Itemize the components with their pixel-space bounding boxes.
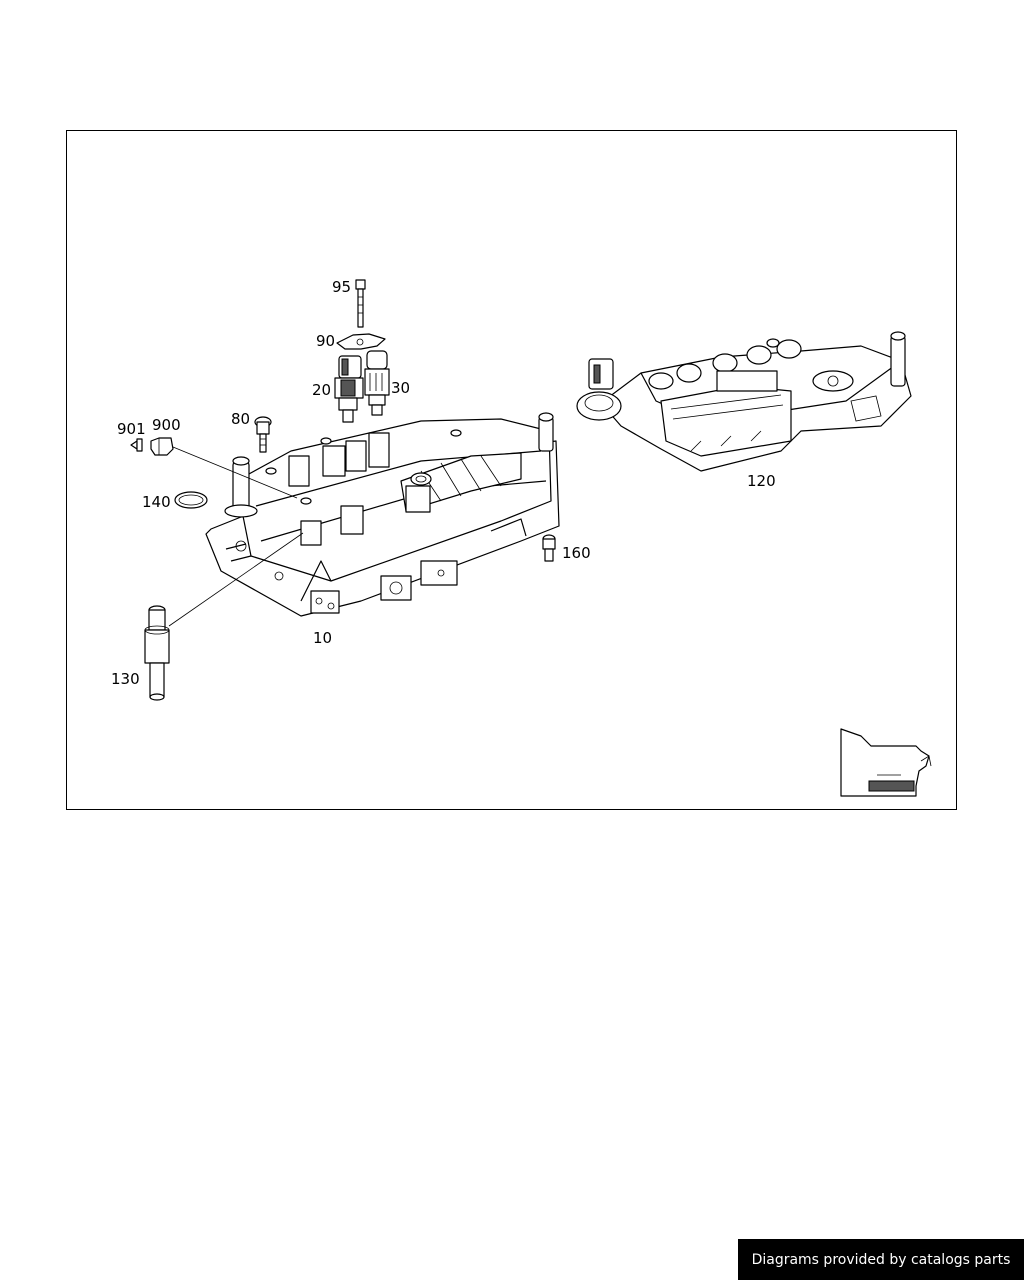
part-95-bolt[interactable] bbox=[355, 279, 366, 328]
part-30-solenoid-valve[interactable] bbox=[364, 350, 390, 416]
parts-diagram-frame: 95 90 20 30 80 901 900 140 160 10 130 12… bbox=[66, 130, 957, 810]
callout-140: 140 bbox=[142, 493, 171, 511]
part-80-screw[interactable] bbox=[254, 416, 272, 453]
callout-80: 80 bbox=[231, 410, 250, 428]
part-10-valve-body[interactable] bbox=[205, 412, 560, 617]
exploded-parts-diagram: 95 90 20 30 80 901 900 140 160 10 130 12… bbox=[111, 278, 932, 797]
callout-160: 160 bbox=[562, 544, 591, 562]
part-120-control-unit[interactable] bbox=[576, 331, 912, 472]
callout-901: 901 bbox=[117, 420, 146, 438]
part-140-o-ring[interactable] bbox=[174, 491, 208, 509]
callout-900: 900 bbox=[152, 416, 181, 434]
callout-90: 90 bbox=[316, 332, 335, 350]
part-160-bolt[interactable] bbox=[542, 534, 556, 562]
part-900-connector[interactable] bbox=[150, 437, 174, 456]
callout-95: 95 bbox=[332, 278, 351, 296]
part-90-retaining-plate[interactable] bbox=[336, 333, 386, 350]
part-20-solenoid-valve[interactable] bbox=[334, 355, 364, 423]
part-901-pin[interactable] bbox=[130, 438, 143, 452]
diagram-credit-text: Diagrams provided by catalogs parts bbox=[751, 1251, 1011, 1268]
callout-30: 30 bbox=[391, 379, 410, 397]
callout-20: 20 bbox=[312, 381, 331, 399]
diagram-credit-badge: Diagrams provided by catalogs parts bbox=[738, 1239, 1024, 1280]
part-130-tube[interactable] bbox=[144, 605, 170, 701]
leader-lines bbox=[168, 446, 304, 627]
transmission-thumbnail bbox=[840, 728, 932, 797]
callout-10: 10 bbox=[313, 629, 332, 647]
callout-130: 130 bbox=[111, 670, 140, 688]
callout-120: 120 bbox=[747, 472, 776, 490]
